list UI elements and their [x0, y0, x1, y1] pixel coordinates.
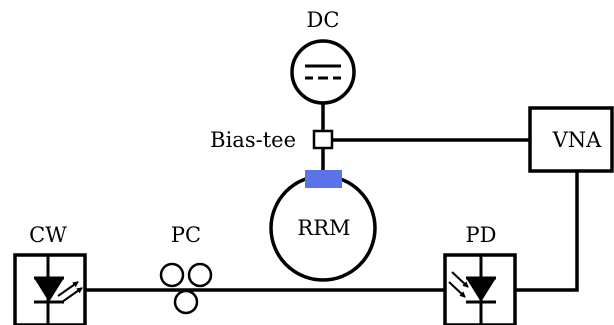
dc-label: DC [307, 8, 340, 32]
vna-box [528, 106, 614, 173]
cw-label: CW [29, 223, 67, 247]
cw-laser: CW [13, 223, 87, 325]
three-loop-icon [159, 262, 213, 315]
dc-symbol-icon [305, 64, 341, 80]
pc-label: PC [171, 223, 201, 247]
laser-diode-icon [34, 255, 83, 325]
photodiode: PD [443, 223, 517, 325]
cw-laser-box [13, 253, 87, 325]
vna: VNA [528, 106, 614, 173]
ring-resonator-modulator: RRM [269, 170, 377, 282]
bias-tee-label: Bias-tee [210, 128, 296, 152]
dc-source: DC [290, 8, 356, 105]
photodiode-icon [448, 255, 496, 325]
bias-tee: Bias-tee [210, 128, 334, 152]
pd-label: PD [466, 223, 497, 247]
vna-label: VNA [552, 128, 603, 152]
pd-to-vna-wire [515, 171, 579, 292]
bias-tee-box [312, 129, 334, 150]
dc-source-circle [290, 39, 356, 105]
rrm-label: RRM [297, 216, 350, 240]
polarization-controller: PC [159, 223, 213, 315]
electrode-pad [305, 170, 342, 188]
